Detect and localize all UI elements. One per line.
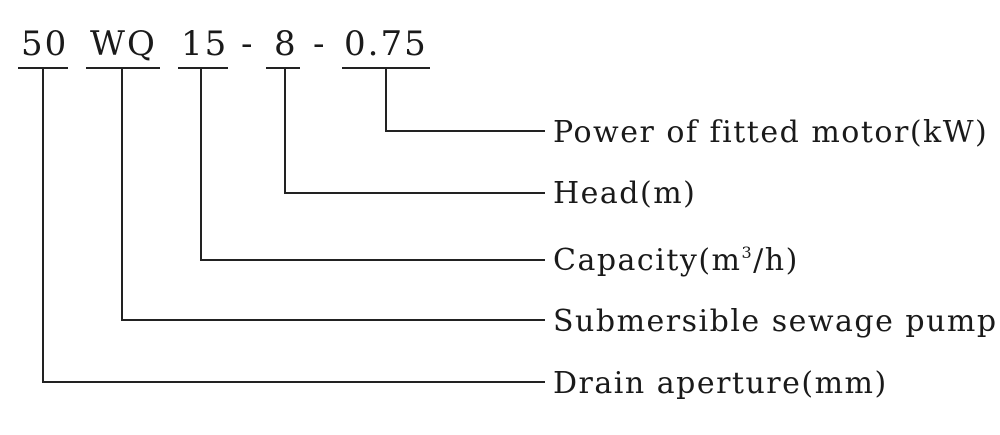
connector-head bbox=[284, 68, 545, 194]
code-head: 8 bbox=[274, 24, 298, 64]
label-head: Head(m) bbox=[553, 176, 697, 211]
label-power: Power of fitted motor(kW) bbox=[553, 115, 989, 150]
label-capacity: Capacity(m3/h) bbox=[553, 244, 799, 278]
code-pump-type: WQ bbox=[90, 24, 157, 64]
label-pump-type: Submersible sewage pump bbox=[553, 304, 998, 339]
code-separator: - bbox=[241, 24, 253, 64]
code-separator: - bbox=[313, 24, 325, 64]
connector-capacity bbox=[200, 68, 545, 261]
label-capacity-prefix: Capacity(m bbox=[553, 243, 742, 278]
connector-power bbox=[385, 68, 545, 132]
code-capacity: 15 bbox=[181, 24, 229, 64]
label-capacity-suffix: /h) bbox=[753, 243, 799, 278]
connector-pump-type bbox=[121, 68, 545, 321]
code-power: 0.75 bbox=[344, 24, 428, 64]
label-capacity-sup: 3 bbox=[741, 243, 754, 262]
code-drain-aperture: 50 bbox=[21, 24, 69, 64]
connector-drain bbox=[42, 68, 545, 383]
label-drain: Drain aperture(mm) bbox=[553, 366, 888, 401]
